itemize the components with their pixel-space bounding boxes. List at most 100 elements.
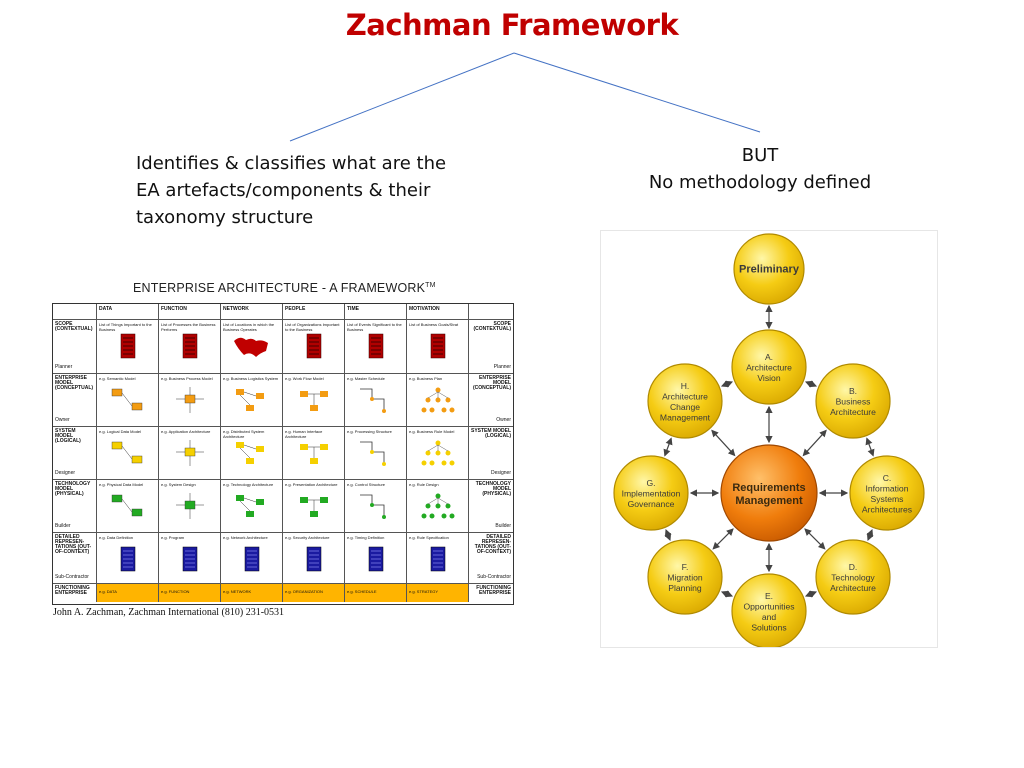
cell-thumbnail [182,333,198,359]
column-header: DATA [97,304,159,320]
phase-circle-a [731,329,807,405]
right-note-text: BUT No methodology defined [648,145,872,193]
framework-cell: e.g. Technology Architecture [221,480,283,533]
right-branch-line [513,52,761,133]
column-header: MOTIVATION [407,304,469,320]
phase-label: Planning [668,583,702,593]
row-label-sub: Sub-Contractor [477,574,511,580]
cell-example: List of Business Goals/Strat [409,322,459,327]
cell-example: e.g. Security Architecture [285,535,330,540]
column-header-label: NETWORK [223,306,249,312]
cell-example: e.g. Rule Design [409,482,439,487]
zachman-title: ENTERPRISE ARCHITECTURE - A FRAMEWORKTM [133,281,436,295]
arrow [663,437,673,457]
cell-example: e.g. Semantic Model [99,376,136,381]
function-row-cell: e.g. STRATEGY [407,584,469,602]
framework-cell: List of Business Goals/Strat [407,320,469,374]
cell-example: e.g. Business Logistics System [223,376,279,381]
phase-label: C. [883,473,892,483]
row-label-text: SCOPE (CONTEXTUAL) [473,321,512,332]
cell-thumbnail [111,388,143,411]
phase-label: Architectures [862,504,912,514]
page-title: Zachman Framework [345,8,679,42]
cell-thumbnail [176,440,204,466]
cell-example: List of Organizations Important to the B… [285,322,340,332]
column-header-label: TIME [347,306,359,312]
cell-thumbnail [236,442,264,464]
framework-cell: List of Events Significant to the Busine… [345,320,407,374]
framework-cell: List of Processes the Business Performs [159,320,221,374]
row-label-sub: Owner [496,417,511,423]
row-label-sub: Builder [495,523,511,529]
cell-example: e.g. Presentation Architecture [285,482,338,487]
center-label: Requirements [732,482,805,494]
row-label-left: ENTERPRISE MODEL (CONCEPTUAL) Owner [53,374,97,427]
cell-thumbnail [360,494,386,519]
cell-thumbnail [120,546,136,572]
phase-label: Migration [667,573,703,583]
phase-circle-c [849,455,925,531]
framework-cell: e.g. Program [159,533,221,584]
framework-cell: e.g. Rule Design [407,480,469,533]
row-label-right: TECHNOLOGY MODEL (PHYSICAL)Builder [469,480,513,533]
framework-cell: e.g. Presentation Architecture [283,480,345,533]
center-label: Management [735,495,803,507]
phase-label: A. [765,352,773,362]
cell-example: e.g. Business Process Model [161,376,213,381]
phase-label: Management [660,412,711,422]
cell-thumbnail [176,387,204,413]
zachman-credit: John A. Zachman, Zachman International (… [53,607,285,618]
phase-circle-f [647,539,723,615]
arrow [804,528,826,550]
cell-thumbnail [430,333,446,359]
zachman-title-text: ENTERPRISE ARCHITECTURE - A FRAMEWORK [133,281,426,295]
framework-cell: List of Organizations Important to the B… [283,320,345,374]
phase-label: Architecture [662,391,708,401]
phase-circle-b [815,363,891,439]
phase-circle-g [613,455,689,531]
row-label-text: DETAILED REPRESEN-TATIONS (OUT-OF-CONTEX… [55,534,92,555]
phase-label: Business [836,397,871,407]
cell-thumbnail [300,497,328,517]
cell-thumbnail [421,440,455,466]
row-label-sub: Owner [55,417,70,423]
row-label-text: DETAILED REPRESEN-TATIONS (OUT-OF-CONTEX… [474,534,511,555]
cell-thumbnail [244,546,260,572]
row-label-left: DETAILED REPRESEN-TATIONS (OUT-OF-CONTEX… [53,533,97,584]
zachman-tm: TM [425,281,436,289]
cell-thumbnail [300,444,328,464]
framework-cell: e.g. Timing Definition [345,533,407,584]
phase-circle-d [815,539,891,615]
column-header-label: PEOPLE [285,306,306,312]
column-header: FUNCTION [159,304,221,320]
framework-cell: e.g. Physical Data Model [97,480,159,533]
cell-example: List of Things Important to the Business [99,322,152,332]
phase-label: Architecture [830,583,876,593]
column-header-label: MOTIVATION [409,306,440,312]
framework-cell: e.g. Business Plan [407,374,469,427]
framework-cell: List of Locations in which the Business … [221,320,283,374]
cell-thumbnail [421,493,455,519]
function-row-label-right: FUNCTIONING ENTERPRISE [469,584,513,602]
cell-example: e.g. Data Definition [99,535,134,540]
row-label-sub: Designer [490,470,511,476]
arrow [802,429,827,457]
arrow [664,528,672,542]
phase-label: Solutions [751,622,786,632]
function-row-label: FUNCTIONING ENTERPRISE [55,585,90,596]
column-header-label: DATA [99,306,113,312]
phase-label: Systems [871,494,904,504]
cell-thumbnail [236,389,264,411]
phase-label: and [762,612,777,622]
cell-example: e.g. Business Plan [409,376,443,381]
framework-cell: e.g. Human Interface Architecture [283,427,345,480]
framework-cell: e.g. Rule Specification [407,533,469,584]
framework-cell: e.g. Processing Structure [345,427,407,480]
row-label-sub: Planner [55,364,73,370]
adm-svg: PreliminaryA.ArchitectureVisionB.Busines… [613,233,925,649]
row-label-text: ENTERPRISE MODEL (CONCEPTUAL) [55,375,94,391]
cell-example: List of Events Significant to the Busine… [347,322,402,332]
phase-label: H. [681,381,690,391]
framework-cell: e.g. Security Architecture [283,533,345,584]
phase-label: Preliminary [739,264,800,276]
